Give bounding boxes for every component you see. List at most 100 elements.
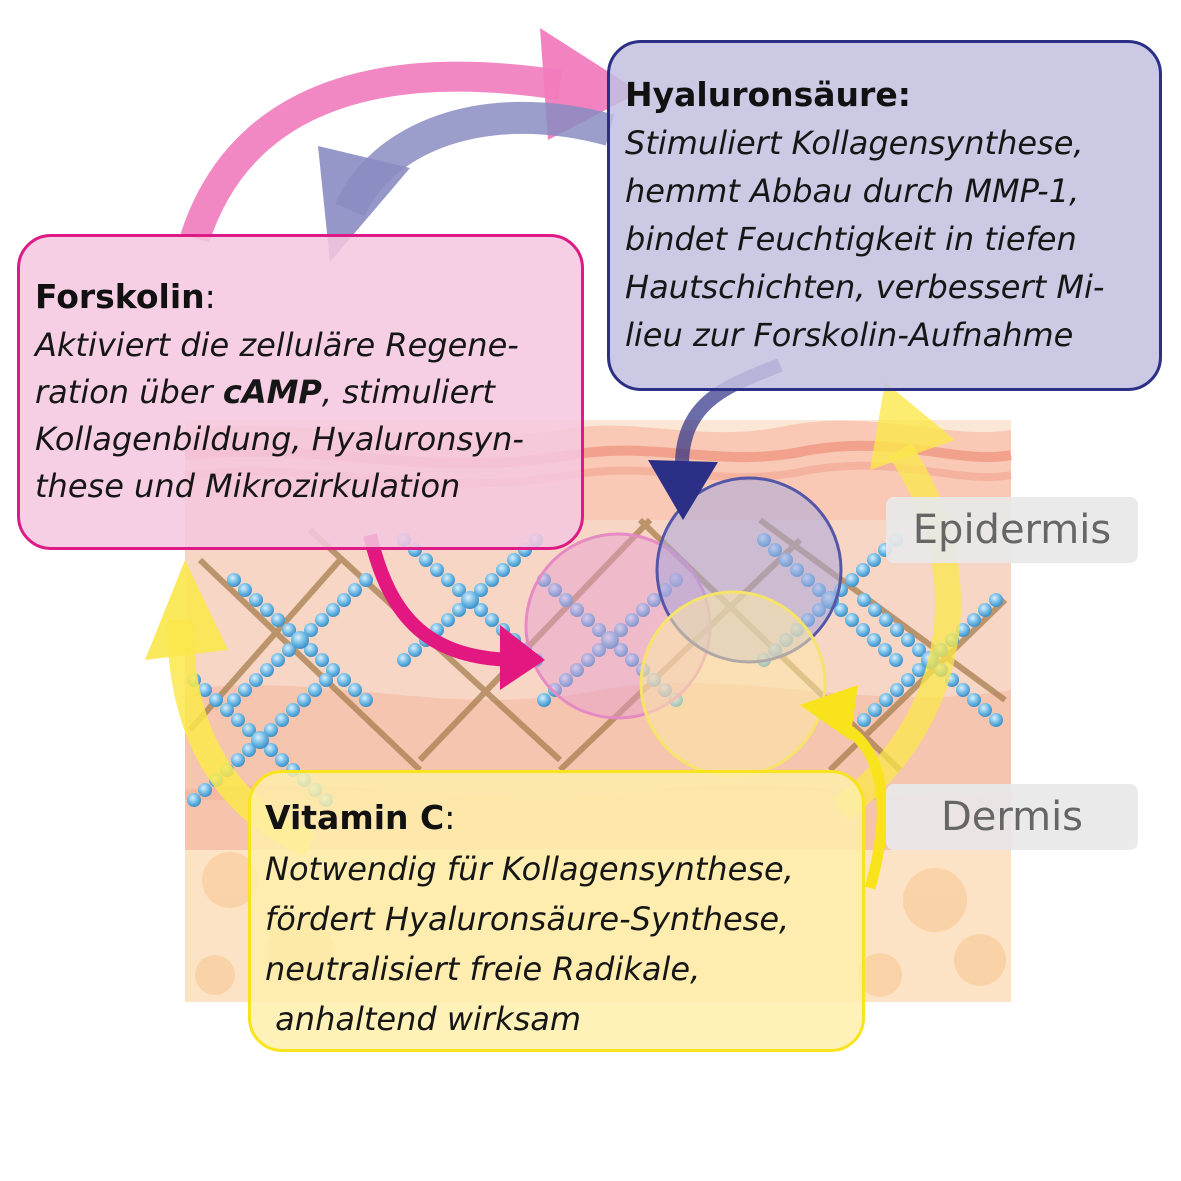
collagen-bead	[209, 693, 223, 707]
vitamin-c-title-text: Vitamin C	[265, 798, 445, 837]
collagen-bead	[890, 623, 904, 637]
collagen-bead	[348, 683, 362, 697]
hyaluronsaeure-box: Hyaluronsäure: Stimuliert Kollagensynthe…	[607, 40, 1162, 391]
collagen-bead	[231, 753, 245, 767]
collagen-bead	[275, 713, 289, 727]
vitamin-line-3: neutralisiert freie Radikale,	[265, 950, 701, 988]
collagen-bead	[260, 603, 274, 617]
collagen-bead	[614, 643, 628, 657]
collagen-bead	[559, 593, 573, 607]
collagen-bead	[485, 613, 499, 627]
hyaluron-line-2: hemmt Abbau durch MMP-1,	[625, 172, 1080, 210]
collagen-bead	[507, 553, 521, 567]
collagen-bead	[441, 573, 455, 587]
collagen-bead	[956, 683, 970, 697]
collagen-bead	[845, 613, 859, 627]
forskolin-line-1: Aktiviert die zelluläre Regene-	[35, 326, 519, 364]
collagen-bead	[430, 563, 444, 577]
collagen-bead	[315, 653, 329, 667]
interaction-circles	[524, 476, 843, 778]
collagen-bead	[304, 643, 318, 657]
collagen-bead	[592, 643, 606, 657]
collagen-bead	[856, 623, 870, 637]
collagen-bead	[601, 631, 619, 649]
hyaluronsaeure-title: Hyaluronsäure:	[625, 75, 911, 114]
collagen-bead	[319, 673, 333, 687]
collagen-bead	[548, 583, 562, 597]
hyaluron-line-1: Stimuliert Kollagensynthese,	[625, 124, 1084, 162]
collagen-bead	[264, 743, 278, 757]
pink-arrow	[180, 61, 563, 243]
collagen-bead	[315, 613, 329, 627]
dermis-label: Dermis	[886, 784, 1138, 850]
vitamin-line-2: fördert Hyaluronsäure-Synthese,	[265, 900, 790, 938]
collagen-bead	[337, 673, 351, 687]
collagen-bead	[249, 593, 263, 607]
purple-arrowhead	[318, 146, 410, 262]
collagen-bead	[264, 723, 278, 737]
vitamin-line-1: Notwendig für Kollagensynthese,	[265, 850, 794, 888]
collagen-bead	[901, 633, 915, 647]
collagen-bead	[359, 573, 373, 587]
collagen-bead	[249, 673, 263, 687]
collagen-bead	[419, 553, 433, 567]
collagen-bead	[238, 683, 252, 697]
hyaluronsaeure-description: Stimuliert Kollagensynthese, hemmt Abbau…	[625, 119, 1159, 359]
yellow-arrowhead-right	[870, 382, 955, 470]
collagen-bead	[198, 683, 212, 697]
collagen-bead	[570, 663, 584, 677]
collagen-bead	[187, 793, 201, 807]
forskolin-title: Forskolin:	[35, 277, 581, 317]
collagen-bead	[625, 653, 639, 667]
collagen-bead	[496, 563, 510, 577]
collagen-bead	[474, 603, 488, 617]
collagen-bead	[308, 683, 322, 697]
collagen-bead	[242, 743, 256, 757]
collagen-bead	[251, 731, 269, 749]
collagen-bead	[581, 613, 595, 627]
collagen-bead	[271, 653, 285, 667]
collagen-bead	[271, 613, 285, 627]
collagen-bead	[647, 593, 661, 607]
forskolin-box: Forskolin: Aktiviert die zelluläre Regen…	[17, 234, 584, 550]
hyaluron-line-5: lieu zur Forskolin-Aufnahme	[625, 316, 1074, 354]
collagen-bead	[890, 683, 904, 697]
collagen-bead	[275, 753, 289, 767]
collagen-bead	[868, 603, 882, 617]
collagen-bead	[282, 643, 296, 657]
collagen-bead	[834, 603, 848, 617]
vitamin-c-description: Notwendig für Kollagensynthese, fördert …	[265, 844, 862, 1044]
collagen-bead	[856, 563, 870, 577]
collagen-bead	[989, 713, 1003, 727]
collagen-bead	[570, 603, 584, 617]
collagen-bead	[291, 631, 309, 649]
collagen-bead	[485, 573, 499, 587]
collagen-bead	[326, 603, 340, 617]
navy-arrowhead	[648, 460, 718, 520]
collagen-bead	[636, 603, 650, 617]
collagen-bead	[912, 663, 926, 677]
collagen-bead	[348, 583, 362, 597]
forskolin-title-text: Forskolin	[35, 277, 205, 316]
collagen-bead	[868, 703, 882, 717]
vitamin-c-title: Vitamin C:	[265, 798, 862, 838]
collagen-bead	[441, 613, 455, 627]
collagen-bead	[901, 673, 915, 687]
collagen-bead	[879, 613, 893, 627]
forskolin-description: Aktiviert die zelluläre Regene- ration ü…	[35, 322, 581, 510]
collagen-bead	[242, 723, 256, 737]
collagen-bead	[978, 603, 992, 617]
collagen-bead	[260, 663, 274, 677]
collagen-bead	[452, 583, 466, 597]
collagen-bead	[238, 583, 252, 597]
collagen-bead	[220, 703, 234, 717]
hyaluron-line-4: Hautschichten, verbessert Mi-	[625, 268, 1105, 306]
collagen-bead	[337, 593, 351, 607]
collagen-bead	[461, 591, 479, 609]
forskolin-line-2-start: ration über	[35, 373, 223, 411]
collagen-bead	[297, 693, 311, 707]
collagen-bead	[474, 583, 488, 597]
collagen-bead	[614, 623, 628, 637]
collagen-bead	[978, 703, 992, 717]
